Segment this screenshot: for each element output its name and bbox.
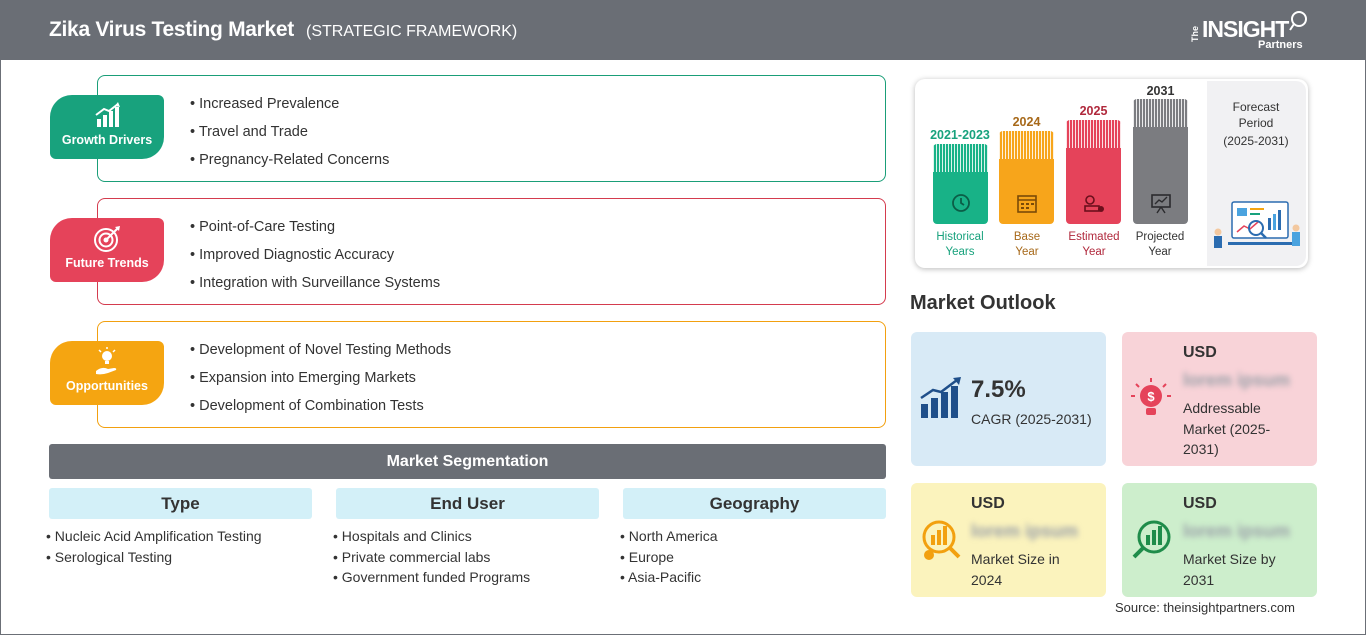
year-projected: 2031 bbox=[1146, 84, 1175, 98]
target-icon bbox=[94, 226, 120, 252]
market-forecast-icon bbox=[1132, 520, 1171, 559]
addressable-usd: USD bbox=[1183, 344, 1217, 361]
magnifier-logo-icon bbox=[1289, 11, 1307, 31]
list-item: Development of Combination Tests bbox=[190, 396, 451, 424]
segment-type-column: Type Nucleic Acid Amplification Testing … bbox=[49, 488, 312, 567]
cagr-card: 7.5% CAGR (2025-2031) bbox=[911, 332, 1106, 466]
list-item: Integration with Surveillance Systems bbox=[190, 273, 440, 301]
growth-bars-icon bbox=[920, 377, 961, 418]
history-icon bbox=[952, 194, 970, 212]
insight-partners-logo[interactable]: The INSIGHT Partners bbox=[1190, 10, 1315, 54]
timeline-bar-estimated bbox=[1066, 120, 1121, 224]
dollar-bulb-icon: $ bbox=[1131, 378, 1171, 415]
list-item: Improved Diagnostic Accuracy bbox=[190, 245, 440, 273]
calendar-icon bbox=[1017, 195, 1037, 213]
list-item: Travel and Trade bbox=[190, 122, 389, 150]
list-item: Private commercial labs bbox=[333, 547, 599, 568]
size2024-label: Market Size in 2024 bbox=[971, 551, 1060, 588]
segment-type-heading: Type bbox=[49, 488, 312, 519]
market-analysis-icon bbox=[922, 520, 961, 560]
size2031-usd: USD bbox=[1183, 495, 1217, 512]
growth-drivers-list: Increased Prevalence Travel and Trade Pr… bbox=[190, 94, 389, 178]
timeline-bar-historical bbox=[933, 144, 988, 224]
addressable-market-card: USD lorem ipsum $ Addressable Market (20… bbox=[1122, 332, 1317, 466]
market-size-2031-card: USD lorem ipsum Market Size by 2031 bbox=[1122, 483, 1317, 597]
forecast-period-label: Forecast Period (2025-2031) bbox=[1223, 100, 1289, 148]
list-item: Expansion into Emerging Markets bbox=[190, 368, 451, 396]
list-item: Government funded Programs bbox=[333, 567, 599, 588]
page-subtitle: (STRATEGIC FRAMEWORK) bbox=[306, 23, 518, 40]
segment-end-user-heading: End User bbox=[336, 488, 599, 519]
analysts-dashboard-icon bbox=[1214, 201, 1300, 248]
segment-geography-column: Geography North America Europe Asia-Paci… bbox=[623, 488, 886, 588]
future-trends-label: Future Trends bbox=[65, 256, 149, 270]
future-trends-badge: Future Trends bbox=[50, 218, 164, 282]
cagr-value: 7.5% bbox=[971, 376, 1026, 403]
year-estimated: 2025 bbox=[1079, 104, 1108, 118]
list-item: Serological Testing bbox=[46, 547, 312, 568]
size2031-label: Market Size by 2031 bbox=[1183, 551, 1276, 588]
growth-drivers-box: Increased Prevalence Travel and Trade Pr… bbox=[97, 75, 886, 182]
list-item: Asia-Pacific bbox=[620, 567, 886, 588]
timeline-bar-projected bbox=[1133, 99, 1188, 224]
future-trends-list: Point-of-Care Testing Improved Diagnosti… bbox=[190, 217, 440, 301]
addressable-value-blurred: lorem ipsum bbox=[1183, 370, 1291, 390]
size2024-value-blurred: lorem ipsum bbox=[971, 521, 1079, 541]
source-credit: Source: theinsightpartners.com bbox=[1115, 600, 1295, 615]
market-size-2024-card: USD lorem ipsum Market Size in 2024 bbox=[911, 483, 1106, 597]
segment-geography-heading: Geography bbox=[623, 488, 886, 519]
growth-drivers-label: Growth Drivers bbox=[61, 133, 153, 147]
list-item: Point-of-Care Testing bbox=[190, 217, 440, 245]
growth-drivers-badge: Growth Drivers bbox=[50, 95, 164, 159]
list-item: Hospitals and Clinics bbox=[333, 526, 599, 547]
year-historical: 2021-2023 bbox=[930, 128, 990, 142]
year-base: 2024 bbox=[1012, 115, 1041, 129]
idea-hand-icon bbox=[96, 347, 117, 375]
market-segmentation-header: Market Segmentation bbox=[49, 444, 886, 479]
list-item: Increased Prevalence bbox=[190, 94, 389, 122]
opportunities-badge: Opportunities bbox=[50, 341, 164, 405]
opportunities-box: Development of Novel Testing Methods Exp… bbox=[97, 321, 886, 428]
timeline-bar-base bbox=[999, 131, 1054, 224]
future-trends-box: Point-of-Care Testing Improved Diagnosti… bbox=[97, 198, 886, 305]
list-item: Europe bbox=[620, 547, 886, 568]
size2031-value-blurred: lorem ipsum bbox=[1183, 521, 1291, 541]
opportunities-label: Opportunities bbox=[66, 379, 148, 393]
addressable-label: Addressable Market (2025- 2031) bbox=[1183, 400, 1271, 457]
list-item: Nucleic Acid Amplification Testing bbox=[46, 526, 312, 547]
growth-chart-icon bbox=[95, 102, 120, 127]
estimate-icon bbox=[1084, 195, 1104, 212]
list-item: Pregnancy-Related Concerns bbox=[190, 150, 389, 178]
presentation-icon bbox=[1151, 194, 1171, 214]
cagr-label: CAGR (2025-2031) bbox=[971, 411, 1092, 427]
segment-end-user-column: End User Hospitals and Clinics Private c… bbox=[336, 488, 599, 588]
list-item: Development of Novel Testing Methods bbox=[190, 340, 451, 368]
opportunities-list: Development of Novel Testing Methods Exp… bbox=[190, 340, 451, 424]
header-bar: Zika Virus Testing Market (STRATEGIC FRA… bbox=[0, 0, 1366, 60]
market-outlook-title: Market Outlook bbox=[910, 292, 1056, 314]
size2024-usd: USD bbox=[971, 495, 1005, 512]
page-title: Zika Virus Testing Market bbox=[49, 18, 294, 41]
svg-text:$: $ bbox=[1147, 389, 1155, 404]
list-item: North America bbox=[620, 526, 886, 547]
